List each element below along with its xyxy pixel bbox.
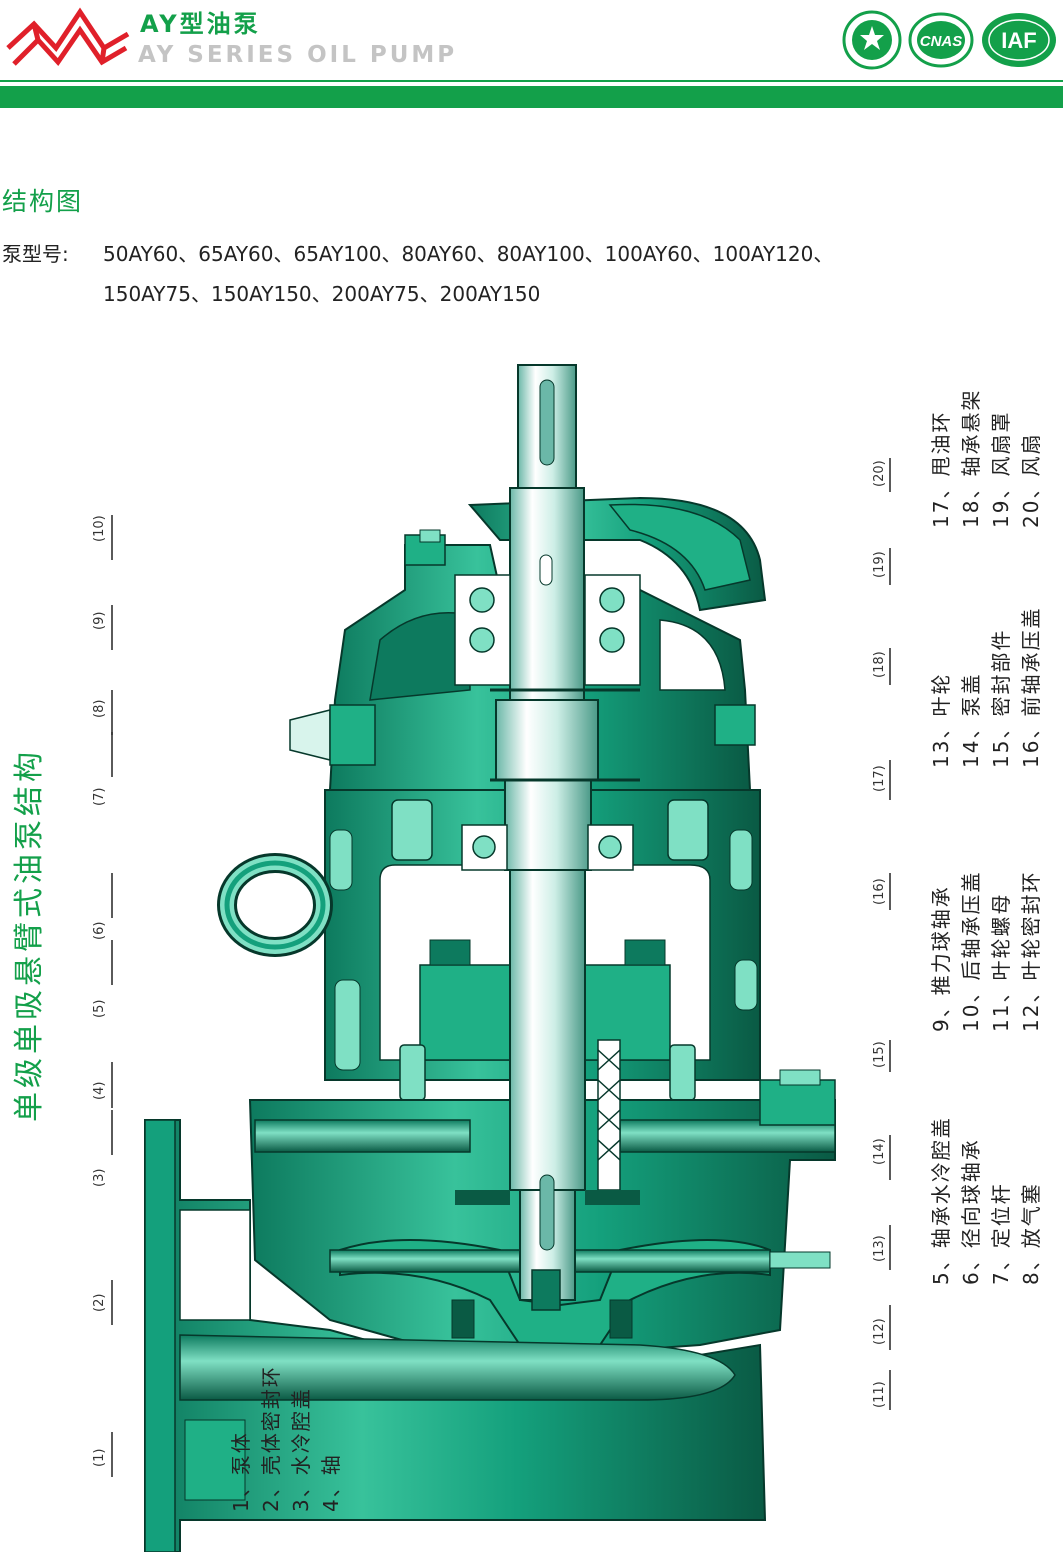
brand-name-cn: AY型油泵 — [140, 10, 261, 38]
vent-plug — [289, 709, 331, 761]
iaf-cert-badge: IAF — [982, 13, 1056, 67]
legend-item-5: 5、轴承水冷腔盖 — [929, 1116, 953, 1285]
legend-item-16: 16、前轴承压盖 — [1019, 606, 1043, 768]
thrust-ball-bearings — [454, 574, 641, 686]
legend-item-4: 4、轴 — [319, 1453, 343, 1512]
legend-item-15: 15、密封部件 — [989, 628, 1013, 768]
callout-16: (16) — [872, 878, 887, 905]
header-rule — [0, 80, 1063, 82]
radial-ball-bearings — [461, 824, 634, 871]
impeller-nut — [531, 1269, 561, 1311]
seal-assembly — [597, 1039, 621, 1191]
callout-13: (13) — [872, 1235, 887, 1262]
legend-item-11: 11、叶轮螺母 — [989, 892, 1013, 1032]
callout-12: (12) — [872, 1318, 887, 1345]
callout-11: (11) — [872, 1381, 887, 1408]
callout-9: (9) — [92, 611, 107, 630]
legend-item-9: 9、推力球轴承 — [929, 885, 953, 1032]
legend-item-8: 8、放气塞 — [1019, 1182, 1043, 1285]
models-list-line-1: 50AY60、65AY60、65AY100、80AY60、80AY100、100… — [103, 242, 834, 266]
callout-18: (18) — [872, 651, 887, 678]
cnas-label: CNAS — [920, 33, 963, 50]
legend-item-14: 14、泵盖 — [959, 672, 983, 768]
callout-17: (17) — [872, 765, 887, 792]
callout-20: (20) — [872, 460, 887, 487]
legend-item-20: 20、风扇 — [1019, 432, 1043, 528]
header-band — [0, 86, 1063, 108]
company-logo — [6, 7, 130, 67]
legend-item-12: 12、叶轮密封环 — [1019, 870, 1043, 1032]
callout-14: (14) — [872, 1138, 887, 1165]
legend-item-7: 7、定位杆 — [989, 1182, 1013, 1285]
callout-19: (19) — [872, 551, 887, 578]
legend-item-1: 1、泵体 — [229, 1431, 253, 1512]
callout-8: (8) — [92, 699, 107, 718]
legend-item-17: 17、甩油环 — [929, 410, 953, 528]
legend-item-18: 18、轴承悬架 — [959, 388, 983, 528]
callout-5: (5) — [92, 999, 107, 1018]
legend-item-10: 10、后轴承压盖 — [959, 870, 983, 1032]
models-list-line-2: 150AY75、150AY150、200AY75、200AY150 — [103, 282, 541, 306]
legend-item-19: 19、风扇罩 — [989, 410, 1013, 528]
legend-item-6: 6、径向球轴承 — [959, 1138, 983, 1285]
models-label: 泵型号: — [2, 242, 69, 266]
cnas-cert-badge: CNAS — [908, 12, 974, 68]
callout-6: (6) — [92, 921, 107, 940]
callout-10: (10) — [92, 515, 107, 542]
callout-7: (7) — [92, 787, 107, 806]
cnca-cert-badge — [842, 10, 902, 70]
legend-item-3: 3、水冷腔盖 — [289, 1387, 313, 1512]
callout-1: (1) — [92, 1448, 107, 1467]
iaf-label: IAF — [1001, 28, 1036, 53]
callout-4: (4) — [92, 1081, 107, 1100]
callout-15: (15) — [872, 1041, 887, 1068]
callout-3: (3) — [92, 1168, 107, 1187]
legend-item-2: 2、壳体密封环 — [259, 1365, 283, 1512]
callout-2: (2) — [92, 1293, 107, 1312]
section-title: 结构图 — [2, 187, 84, 216]
brand-name-en: AY SERIES OIL PUMP — [138, 42, 458, 68]
legend-item-13: 13、叶轮 — [929, 672, 953, 768]
